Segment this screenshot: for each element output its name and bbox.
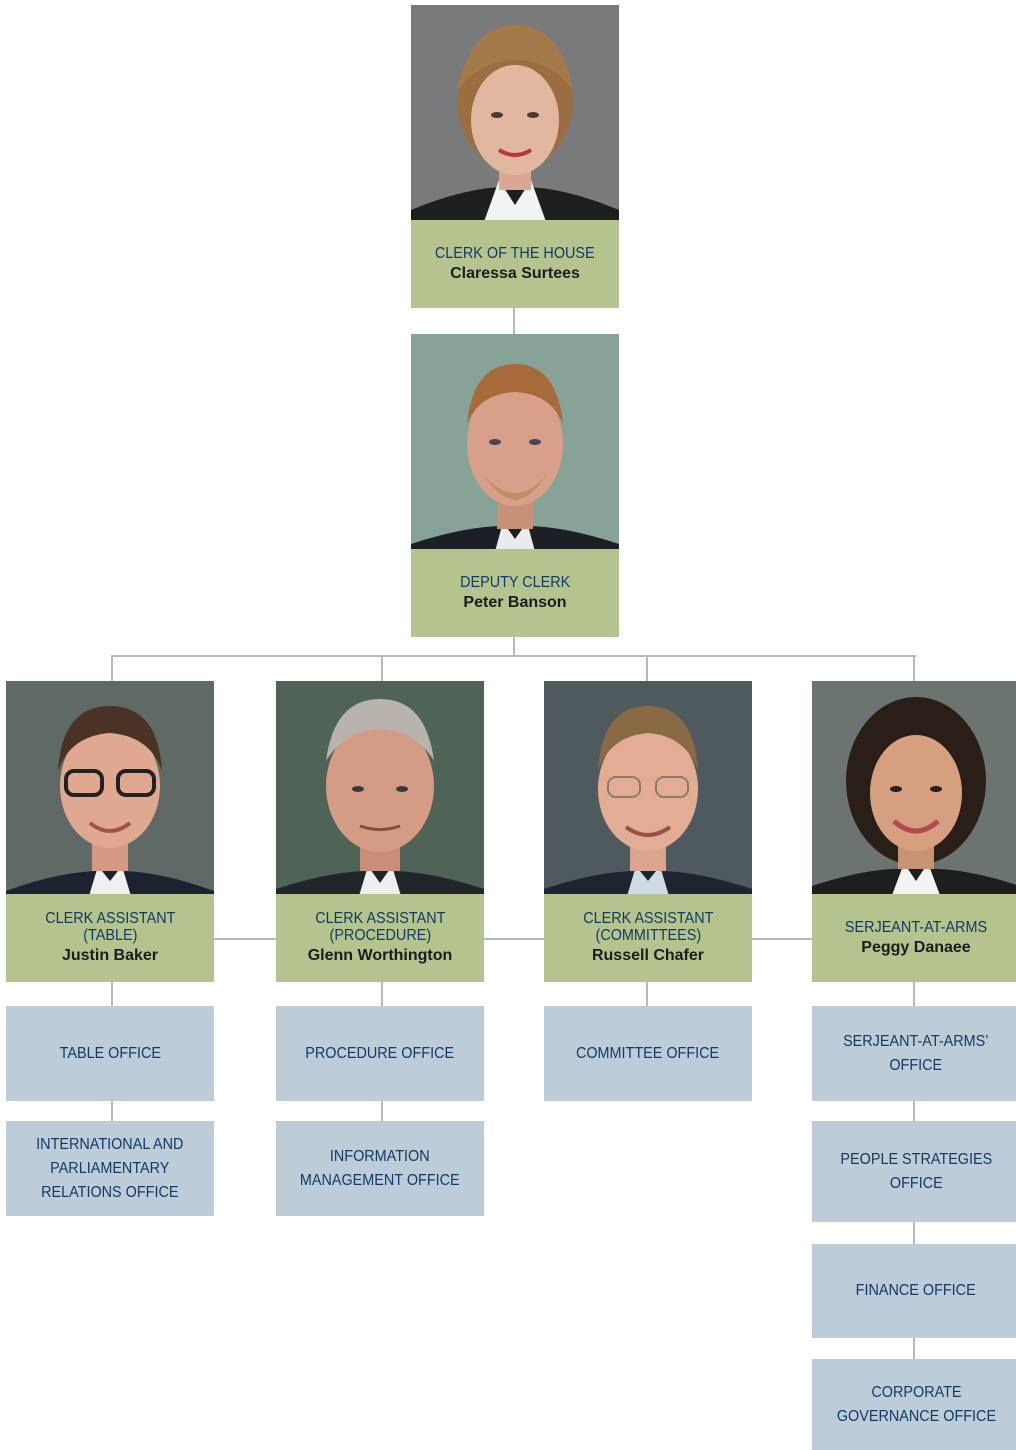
person-name: Glenn Worthington bbox=[307, 947, 453, 964]
role-title: SERJEANT-AT-ARMS bbox=[844, 918, 988, 936]
clerk-of-the-house-card: CLERK OF THE HOUSE Claressa Surtees bbox=[411, 5, 619, 308]
role-title: CLERK ASSISTANT (PROCEDURE) bbox=[314, 910, 446, 944]
connector-table-2 bbox=[111, 1101, 113, 1121]
connector-serjeant-3 bbox=[913, 1222, 915, 1244]
portrait-photo bbox=[812, 681, 1016, 906]
serjeant-at-arms-card: SERJEANT-AT-ARMS Peggy Danaee bbox=[812, 681, 1016, 982]
office-label: TABLE OFFICE bbox=[59, 1044, 161, 1062]
role-title: CLERK ASSISTANT (COMMITTEES) bbox=[582, 910, 714, 944]
role-title: CLERK OF THE HOUSE bbox=[435, 244, 595, 262]
office-label: INFORMATION MANAGEMENT OFFICE bbox=[300, 1147, 460, 1189]
role-title: CLERK ASSISTANT (TABLE) bbox=[44, 910, 176, 944]
portrait-photo bbox=[411, 5, 619, 230]
office-box-corporate-governance: CORPORATE GOVERNANCE OFFICE bbox=[812, 1359, 1016, 1450]
person-name: Justin Baker bbox=[61, 947, 159, 964]
deputy-clerk-label: DEPUTY CLERK Peter Banson bbox=[411, 549, 619, 637]
connector-drop-committees bbox=[646, 655, 648, 681]
office-box-finance-office: FINANCE OFFICE bbox=[812, 1244, 1016, 1338]
connector-serjeant-4 bbox=[913, 1338, 915, 1359]
office-label: PEOPLE STRATEGIES OFFICE bbox=[840, 1150, 992, 1192]
office-box-people-strategies: PEOPLE STRATEGIES OFFICE bbox=[812, 1121, 1016, 1222]
clerk-assistant-committees-card: CLERK ASSISTANT (COMMITTEES) Russell Cha… bbox=[544, 681, 752, 982]
connector-drop-serjeant bbox=[913, 655, 915, 681]
connector-committees-1 bbox=[646, 982, 648, 1006]
portrait-photo bbox=[411, 334, 619, 559]
office-box-committee-office: COMMITTEE OFFICE bbox=[544, 1006, 752, 1101]
connector-serjeant-1 bbox=[913, 982, 915, 1006]
office-label: COMMITTEE OFFICE bbox=[576, 1044, 720, 1062]
clerk-assistant-procedure-label: CLERK ASSISTANT (PROCEDURE) Glenn Worthi… bbox=[276, 894, 484, 982]
connector-table-1 bbox=[111, 982, 113, 1006]
office-box-procedure-office: PROCEDURE OFFICE bbox=[276, 1006, 484, 1101]
office-box-information-management: INFORMATION MANAGEMENT OFFICE bbox=[276, 1121, 484, 1216]
clerk-assistant-table-label: CLERK ASSISTANT (TABLE) Justin Baker bbox=[6, 894, 214, 982]
connector-clerk-deputy bbox=[513, 308, 515, 335]
role-title: DEPUTY CLERK bbox=[459, 573, 571, 591]
office-label: CORPORATE GOVERNANCE OFFICE bbox=[836, 1383, 996, 1425]
office-label: INTERNATIONAL AND PARLIAMENTARY RELATION… bbox=[36, 1135, 184, 1201]
office-label: SERJEANT-AT-ARMS’ OFFICE bbox=[843, 1032, 989, 1074]
portrait-photo bbox=[276, 681, 484, 906]
office-box-international-parliamentary-relations: INTERNATIONAL AND PARLIAMENTARY RELATION… bbox=[6, 1121, 214, 1216]
portrait-photo bbox=[544, 681, 752, 906]
clerk-of-the-house-label: CLERK OF THE HOUSE Claressa Surtees bbox=[411, 220, 619, 308]
connector-serjeant-2 bbox=[913, 1101, 915, 1121]
deputy-clerk-card: DEPUTY CLERK Peter Banson bbox=[411, 334, 619, 637]
office-box-table-office: TABLE OFFICE bbox=[6, 1006, 214, 1101]
connector-deputy-down bbox=[513, 637, 515, 656]
connector-side-link bbox=[214, 938, 812, 940]
person-name: Claressa Surtees bbox=[450, 264, 580, 282]
person-name: Peter Banson bbox=[463, 593, 567, 611]
office-label: FINANCE OFFICE bbox=[855, 1282, 977, 1299]
clerk-assistant-procedure-card: CLERK ASSISTANT (PROCEDURE) Glenn Worthi… bbox=[276, 681, 484, 982]
clerk-assistant-committees-label: CLERK ASSISTANT (COMMITTEES) Russell Cha… bbox=[544, 894, 752, 982]
portrait-photo bbox=[6, 681, 214, 906]
clerk-assistant-table-card: CLERK ASSISTANT (TABLE) Justin Baker bbox=[6, 681, 214, 982]
office-box-serjeant-at-arms-office: SERJEANT-AT-ARMS’ OFFICE bbox=[812, 1006, 1016, 1101]
connector-procedure-2 bbox=[381, 1101, 383, 1121]
connector-branch-horizontal bbox=[111, 655, 916, 657]
serjeant-at-arms-label: SERJEANT-AT-ARMS Peggy Danaee bbox=[812, 894, 1016, 982]
connector-procedure-1 bbox=[381, 982, 383, 1006]
connector-drop-procedure bbox=[381, 655, 383, 681]
connector-drop-table bbox=[111, 655, 113, 681]
person-name: Russell Chafer bbox=[591, 947, 705, 964]
office-label: PROCEDURE OFFICE bbox=[305, 1044, 455, 1062]
person-name: Peggy Danaee bbox=[861, 938, 971, 956]
